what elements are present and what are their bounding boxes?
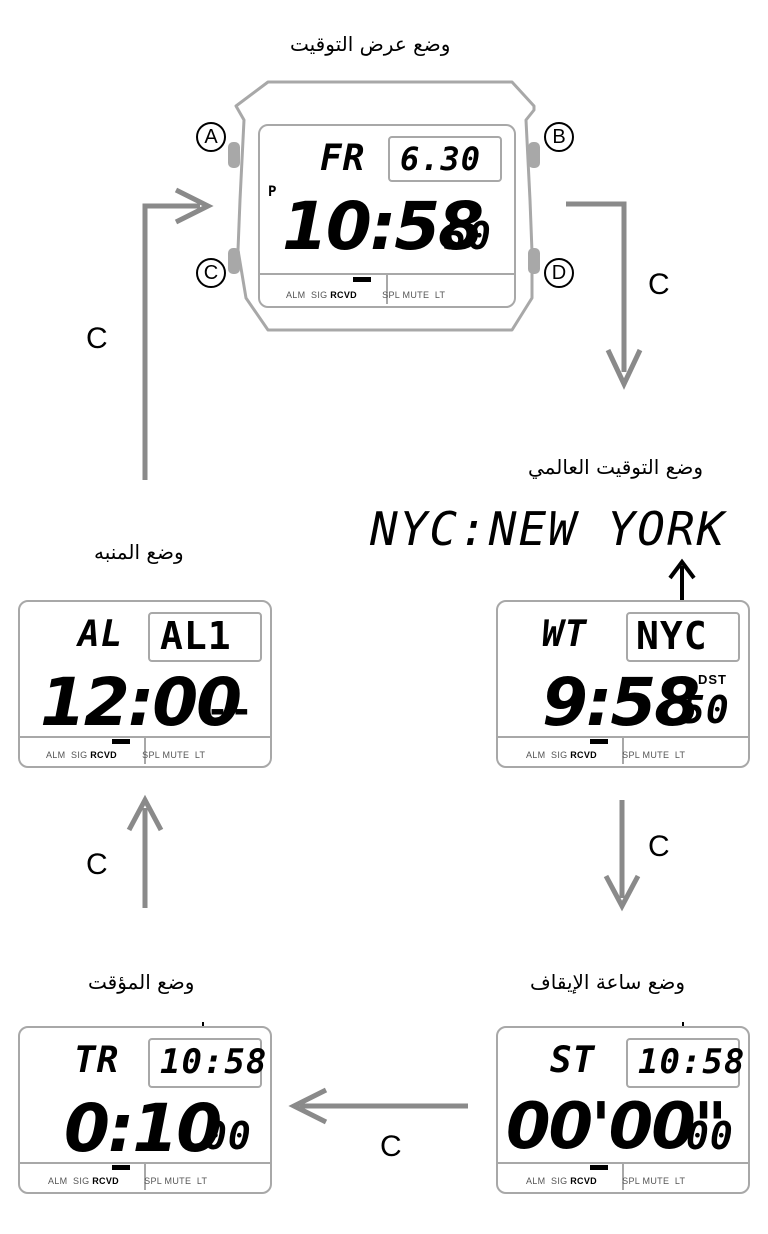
pm-indicator: P xyxy=(268,184,278,200)
city-code: NYC xyxy=(636,614,708,658)
button-b-label[interactable]: B xyxy=(544,122,574,152)
rcvd-marker xyxy=(353,277,371,282)
button-d-stub xyxy=(528,248,540,274)
title-timekeeping: وضع عرض التوقيت xyxy=(290,32,451,56)
arrow-alarm-to-timekeeping xyxy=(142,203,200,480)
transition-label-1: C xyxy=(648,268,670,301)
mode-code-st: ST xyxy=(550,1040,596,1081)
time-display: 10:58 xyxy=(282,188,484,265)
timer-seconds: 00 xyxy=(204,1114,252,1158)
alarm-time-display: 12:00 xyxy=(40,664,242,741)
date-display: 6.30 xyxy=(400,140,482,178)
button-b-stub xyxy=(528,142,540,168)
mode-code-wt: WT xyxy=(542,614,588,655)
button-d-label[interactable]: D xyxy=(544,258,574,288)
transition-label-5: C xyxy=(380,1130,402,1163)
seconds-display: 50 xyxy=(444,214,492,258)
title-timer: وضع المؤقت xyxy=(88,970,195,994)
transition-label-2: C xyxy=(86,322,108,355)
button-a-stub xyxy=(228,142,240,168)
timer-clock: 10:58 xyxy=(160,1042,268,1082)
timer-time-display: 0:10 xyxy=(64,1090,222,1167)
city-banner: NYC:NEW YORK xyxy=(370,502,727,556)
day-of-week: FR xyxy=(320,138,366,179)
lcd-world-time: WT NYC DST 9:58 50 ALM SIG RCVD SPL MUTE… xyxy=(496,600,750,768)
lcd-stopwatch: ST 10:58 00'00" 00 ALM SIG RCVD SPL MUTE… xyxy=(496,1026,750,1194)
stopwatch-hundredths: 00 xyxy=(686,1114,734,1158)
lcd-alarm: AL AL1 12:00 -- ALM SIG RCVD SPL MUTE LT xyxy=(18,600,272,768)
dst-indicator: DST xyxy=(698,672,727,687)
watch-case-outline xyxy=(234,80,536,332)
button-c-stub xyxy=(228,248,240,274)
title-stopwatch: وضع ساعة الإيقاف xyxy=(530,970,685,994)
transition-label-3: C xyxy=(648,830,670,863)
stopwatch-elapsed: 00'00" xyxy=(506,1090,727,1164)
lcd-timer: TR 10:58 0:10 00 ALM SIG RCVD SPL MUTE L… xyxy=(18,1026,272,1194)
alarm-extra: -- xyxy=(206,688,254,732)
button-a-label[interactable]: A xyxy=(196,122,226,152)
alarm-label: AL1 xyxy=(160,614,232,658)
indicator-row: ALM SIG RCVD SPL MUTE LT xyxy=(286,290,446,300)
title-world-time: وضع التوقيت العالمي xyxy=(528,455,703,479)
world-seconds-display: 50 xyxy=(682,688,730,732)
lcd-timekeeping: FR 6.30 P 10:58 50 ALM SIG RCVD SPL MUTE… xyxy=(258,124,516,308)
title-alarm: وضع المنبه xyxy=(94,540,184,564)
arrow-timekeeping-to-worldtime xyxy=(566,201,627,372)
world-time-display: 9:58 xyxy=(542,664,700,741)
mode-code-tr: TR xyxy=(74,1040,120,1081)
button-c-label[interactable]: C xyxy=(196,258,226,288)
stopwatch-clock: 10:58 xyxy=(638,1042,746,1082)
transition-label-4: C xyxy=(86,848,108,881)
mode-code-al: AL xyxy=(78,614,124,655)
